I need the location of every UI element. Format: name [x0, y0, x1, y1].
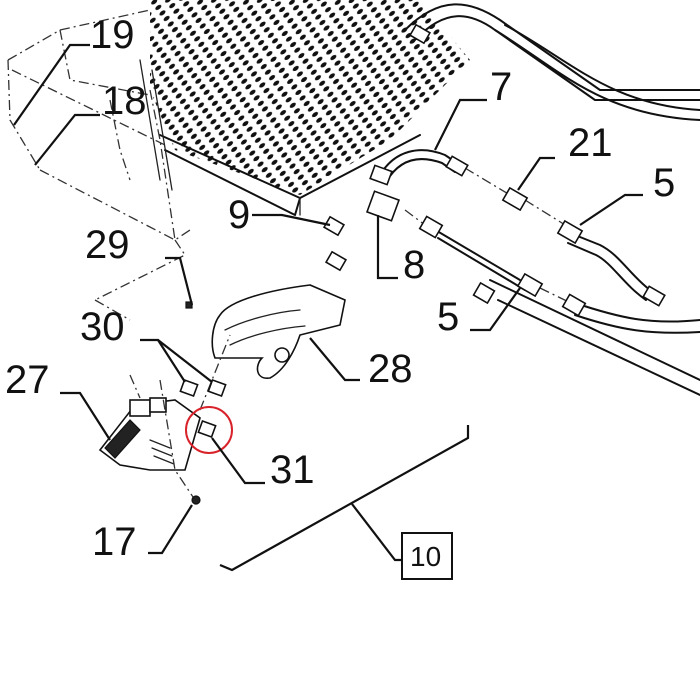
- module-part-27: [98, 334, 231, 501]
- callout-9: 9: [228, 193, 250, 237]
- callout-5-upper: 5: [653, 161, 675, 205]
- callout-31: 31: [270, 448, 315, 492]
- callout-28: 28: [368, 347, 413, 391]
- pipe-lines: [379, 3, 700, 396]
- callout-27: 27: [5, 358, 50, 402]
- callout-17: 17: [92, 520, 137, 564]
- small-parts: [179, 301, 227, 505]
- group-10-bracket: [219, 425, 470, 580]
- group-10-box: [401, 532, 453, 580]
- callout-10: 10: [410, 541, 441, 572]
- callout-19: 19: [90, 13, 135, 57]
- perforated-deck-panel: [150, 0, 470, 216]
- bracket-part-28: [211, 284, 346, 379]
- leader-lines: [13, 43, 643, 555]
- callout-8: 8: [403, 243, 425, 287]
- callout-18: 18: [102, 79, 147, 123]
- frame-outline: [7, 9, 191, 321]
- callout-30: 30: [80, 305, 125, 349]
- callout-29: 29: [85, 223, 130, 267]
- highlight-circle: [185, 406, 233, 454]
- callout-21: 21: [568, 121, 613, 165]
- pipe-fittings: [322, 23, 666, 317]
- callout-7: 7: [490, 65, 512, 109]
- callout-5-lower: 5: [437, 295, 459, 339]
